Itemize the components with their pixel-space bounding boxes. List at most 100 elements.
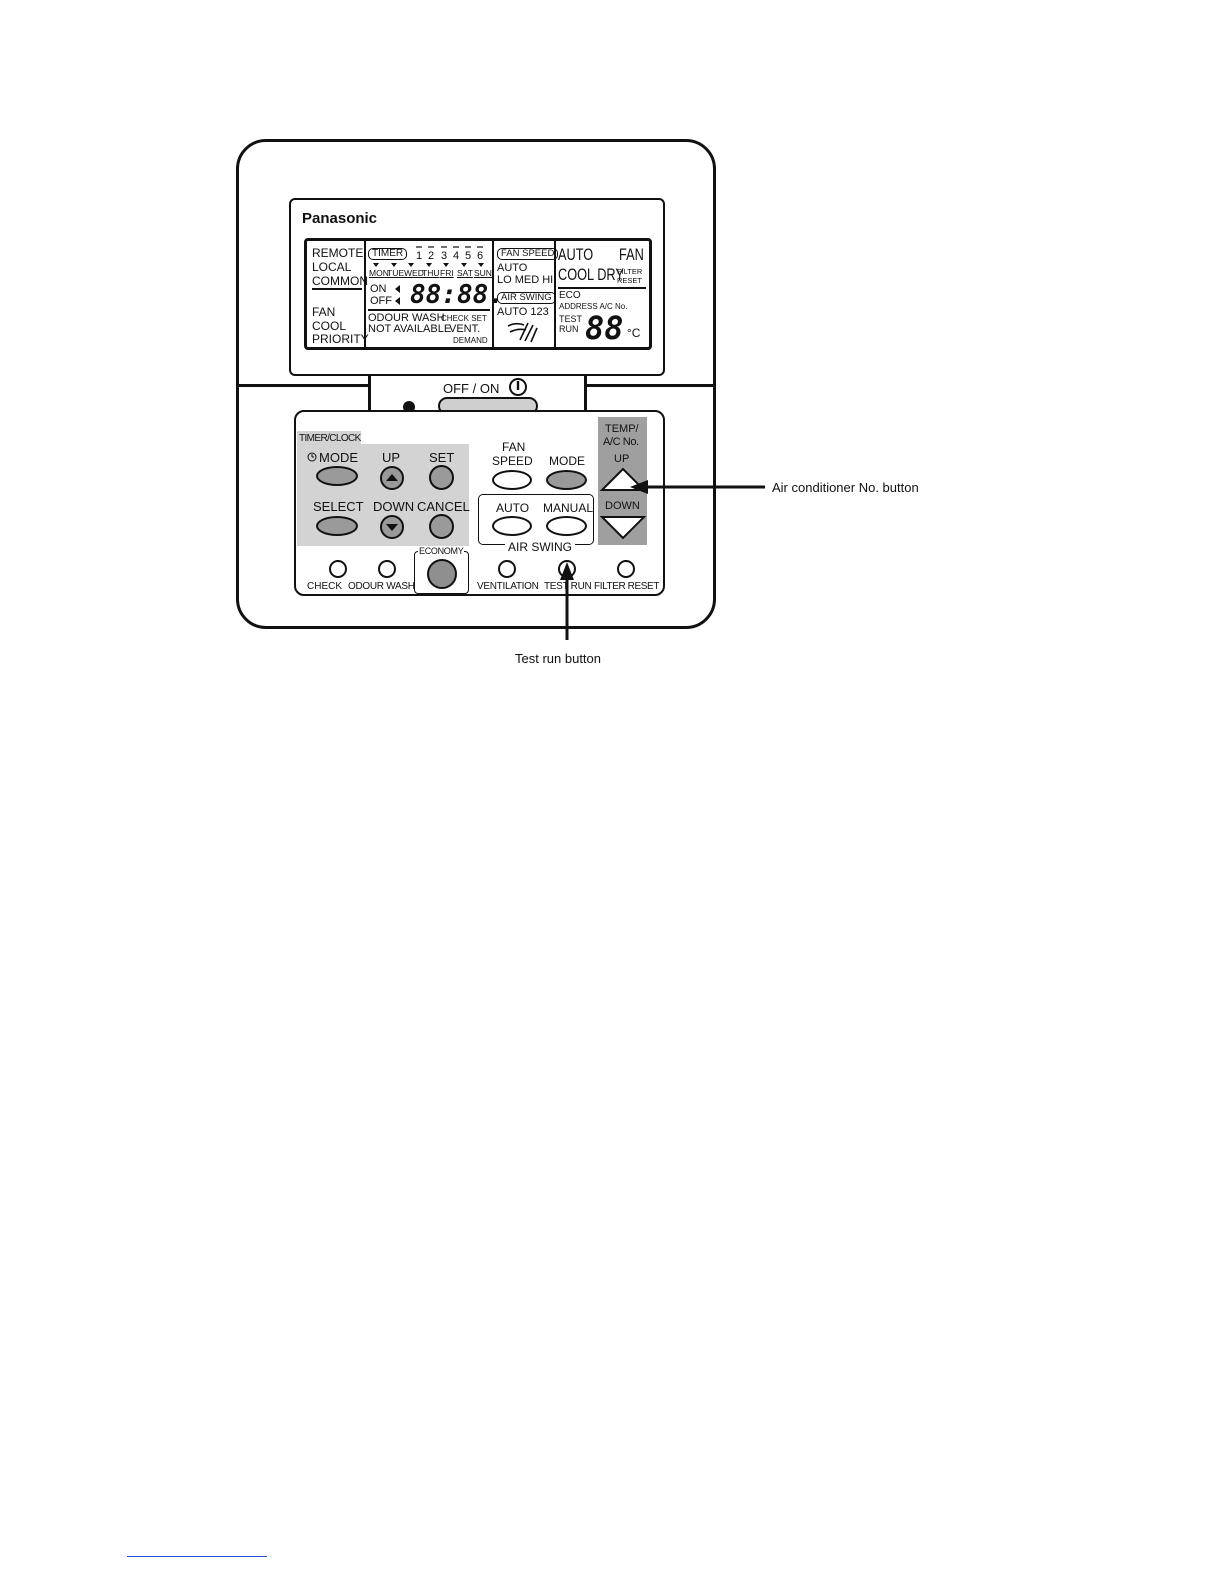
up-triangle-icon	[386, 474, 398, 481]
economy-label: ECONOMY	[418, 546, 465, 556]
odour-wash-label: ODOUR WASH	[348, 581, 415, 592]
lcd-mode-auto: AUTO	[558, 245, 594, 264]
lcd-local: LOCAL	[312, 260, 352, 274]
lcd-filter: FILTER	[617, 267, 643, 276]
swing-louver-icon	[507, 322, 538, 343]
timer-mode-button[interactable]	[316, 466, 358, 486]
lcd-run: RUN	[559, 324, 579, 334]
fan-speed-button[interactable]	[492, 470, 532, 490]
lcd-reset: RESET	[617, 276, 643, 285]
body-divider-right	[586, 384, 715, 387]
temp-down-label: DOWN	[605, 500, 640, 512]
lcd-day-tue: TUE	[387, 268, 404, 278]
body-divider-left	[237, 384, 369, 387]
timer-cancel-button[interactable]	[429, 514, 454, 539]
lcd-timer-num-5: 5	[465, 250, 472, 262]
swing-manual-button[interactable]	[546, 516, 587, 536]
lcd-fan-auto: AUTO	[497, 262, 528, 274]
timer-set-label: SET	[429, 450, 455, 465]
filter-reset-button[interactable]	[617, 560, 635, 578]
lcd-fan-levels: LO MED HI	[497, 274, 554, 286]
lcd-divider	[492, 241, 494, 347]
lcd-demand: DEMAND	[453, 336, 488, 345]
lcd-divider	[558, 287, 646, 289]
lcd-cool: COOL	[312, 319, 347, 333]
lcd-remote: REMOTE	[312, 246, 364, 260]
lcd-day-mon: MON	[369, 268, 389, 278]
clock-icon	[307, 452, 317, 462]
footer-rule	[127, 1556, 267, 1557]
lcd-mode-fan: FAN	[619, 245, 644, 264]
mode-label: MODE	[549, 454, 585, 468]
timer-select-label: SELECT	[313, 499, 364, 514]
ventilation-label: VENTILATION	[477, 581, 539, 592]
callout-arrows	[560, 480, 765, 640]
air-swing-label: AIR SWING	[505, 541, 576, 553]
economy-button[interactable]	[427, 559, 457, 589]
lcd-clock: 88:88.	[410, 280, 504, 310]
timer-up-button[interactable]	[380, 466, 404, 490]
lcd-on: ON	[370, 283, 387, 295]
lcd-divider	[364, 241, 366, 347]
fan-label: FAN	[502, 440, 526, 454]
lcd-temp-unit: °C	[627, 326, 641, 340]
lcd-screen	[304, 238, 652, 350]
lcd-day-wed: WED	[404, 268, 424, 278]
lcd-day-fri: FRI	[440, 268, 454, 278]
lcd-check-set: CHECK SET	[441, 314, 487, 323]
lcd-off: OFF	[370, 295, 392, 307]
timer-clock-label-bg	[297, 431, 361, 446]
lcd-timer-label: TIMER	[368, 248, 408, 260]
lcd-air-swing-label: AIR SWING	[497, 292, 556, 304]
lcd-day-thu: THU	[422, 268, 440, 278]
lcd-common: COMMON	[312, 274, 368, 288]
timer-arrows-icon	[373, 246, 484, 267]
lcd-timer-num-1: 1	[416, 250, 423, 262]
lcd-vent: VENT.	[449, 323, 481, 335]
mode-button[interactable]	[546, 470, 587, 490]
temp-label: TEMP/	[605, 423, 639, 435]
on-off-pointer-icon	[395, 285, 400, 305]
lcd-divider	[312, 288, 362, 290]
lcd-temp-digits: 88	[585, 309, 624, 347]
lcd-fan-speed-label: FAN SPEED	[497, 248, 559, 260]
down-triangle-icon	[386, 524, 398, 531]
temp-down-button[interactable]	[600, 515, 646, 541]
swing-manual-label: MANUAL	[543, 501, 594, 515]
check-button[interactable]	[329, 560, 347, 578]
temp-up-label: UP	[614, 453, 630, 465]
lcd-timer-num-6: 6	[477, 250, 484, 262]
lcd-timer-num-3: 3	[441, 250, 448, 262]
lcd-not-available: NOT AVAILABLE	[368, 323, 452, 335]
ventilation-button[interactable]	[498, 560, 516, 578]
timer-mode-label: MODE	[319, 450, 358, 465]
timer-clock-label: TIMER/CLOCK	[299, 433, 361, 444]
test-run-callout-label: Test run button	[515, 651, 601, 666]
swing-auto-label: AUTO	[496, 501, 530, 515]
lcd-address: ADDRESS A/C No.	[559, 302, 628, 311]
timer-select-button[interactable]	[316, 516, 358, 536]
lcd-divider	[368, 309, 490, 311]
lcd-day-sat: SAT	[457, 268, 473, 278]
ac-no-callout-label: Air conditioner No. button	[772, 480, 919, 495]
swing-auto-button[interactable]	[492, 516, 532, 536]
speed-label: SPEED	[492, 454, 533, 468]
lcd-timer-num-4: 4	[453, 250, 460, 262]
timer-up-label: UP	[382, 450, 401, 465]
lcd-mode-cool-dry: COOL DRY	[558, 265, 624, 284]
lcd-priority: PRIORITY	[312, 332, 369, 346]
lcd-timer-num-2: 2	[428, 250, 435, 262]
ac-no-label: A/C No.	[603, 436, 639, 448]
off-on-label: OFF / ON	[443, 381, 500, 396]
filter-reset-label: FILTER RESET	[594, 581, 660, 592]
lcd-odour-wash: ODOUR WASH	[368, 312, 445, 324]
timer-down-label: DOWN	[373, 499, 415, 514]
timer-down-button[interactable]	[380, 515, 404, 539]
lcd-test: TEST	[559, 314, 583, 324]
odour-wash-button[interactable]	[378, 560, 396, 578]
lcd-swing-auto: AUTO 123	[497, 306, 549, 318]
lcd-day-sun: SUN	[474, 268, 492, 278]
timer-set-button[interactable]	[429, 465, 454, 490]
temp-up-button[interactable]	[600, 466, 646, 492]
timer-cancel-label: CANCEL	[417, 499, 470, 514]
